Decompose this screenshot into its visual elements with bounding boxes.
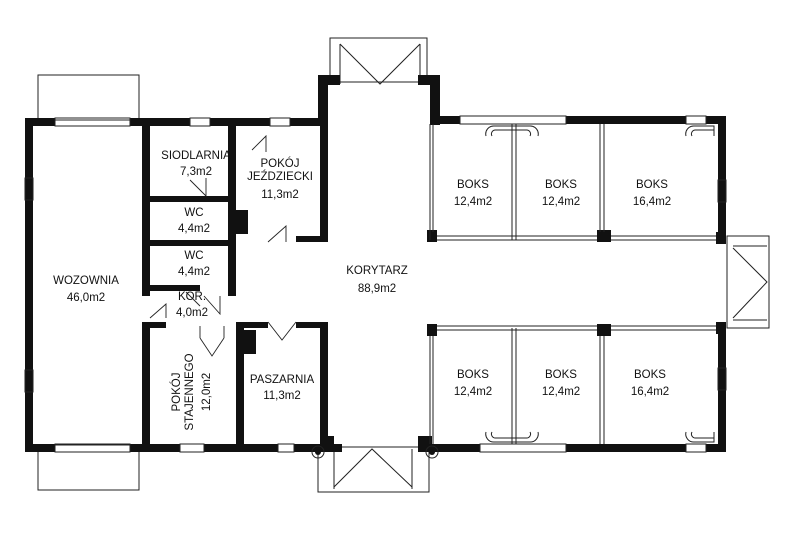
box-partitions <box>311 124 716 459</box>
boks-top-3-label: BOKS <box>636 179 668 191</box>
kor-label: KOR. <box>178 291 206 303</box>
pokoj-stajennego-labels: POKÓJ STAJENNEGO 12,0m2 <box>170 353 213 430</box>
korytarz-label: KORYTARZ <box>346 265 408 277</box>
boks-bot-1-area: 12,4m2 <box>454 386 492 398</box>
korytarz-area: 88,9m2 <box>358 283 396 295</box>
paszarnia-label: PASZARNIA <box>250 374 315 386</box>
boks-bot-2-label: BOKS <box>545 369 577 381</box>
canopies <box>37 37 770 493</box>
wozownia-area: 46,0m2 <box>67 292 105 304</box>
boks-top-2-label: BOKS <box>545 179 577 191</box>
boks-bot-3-label: BOKS <box>634 369 666 381</box>
wc2-area: 4,4m2 <box>178 266 210 278</box>
pokoj-jezdziecki-area: 11,3m2 <box>261 189 299 201</box>
boks-bot-3-area: 16,4m2 <box>631 386 669 398</box>
wc2-label: WC <box>184 250 203 262</box>
wc1-label: WC <box>184 207 203 219</box>
room-labels: WOZOWNIA 46,0m2 SIODLARNIA 7,3m2 POKÓJ J… <box>53 150 671 431</box>
boks-top-2-area: 12,4m2 <box>542 196 580 208</box>
pokoj-jezdziecki-label-1: POKÓJ <box>261 157 300 170</box>
wozownia-label: WOZOWNIA <box>53 275 119 287</box>
walls <box>24 75 727 453</box>
boks-top-1-label: BOKS <box>457 179 489 191</box>
pokoj-stajennego-label-1: POKÓJ <box>170 373 183 412</box>
wc1-area: 4,4m2 <box>178 223 210 235</box>
siodlarnia-area: 7,3m2 <box>180 166 212 178</box>
boks-top-1-area: 12,4m2 <box>454 196 492 208</box>
kor-area: 4,0m2 <box>176 307 208 319</box>
boks-top-3-area: 16,4m2 <box>633 196 671 208</box>
paszarnia-area: 11,3m2 <box>263 390 301 402</box>
doors <box>149 134 297 357</box>
boks-bot-1-label: BOKS <box>457 369 489 381</box>
boks-bot-2-area: 12,4m2 <box>542 386 580 398</box>
pokoj-stajennego-area: 12,0m2 <box>201 373 213 411</box>
pokoj-jezdziecki-label-2: JEŹDZIECKI <box>247 170 313 183</box>
pokoj-stajennego-label-2: STAJENNEGO <box>184 353 196 430</box>
siodlarnia-label: SIODLARNIA <box>161 150 231 162</box>
